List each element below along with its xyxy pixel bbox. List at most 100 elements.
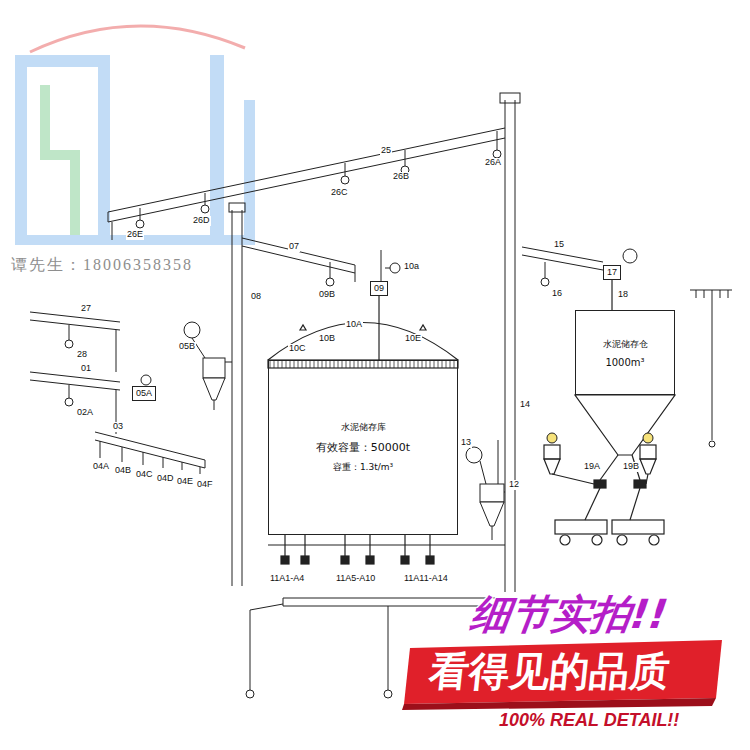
right-silo-outline (552, 474, 594, 484)
callout-number: 28 (76, 350, 88, 360)
motor-symbols (643, 433, 653, 443)
conveyor-lines (30, 372, 120, 382)
callout-number: 11A11-A14 (403, 574, 449, 584)
right-silo-outline (594, 480, 606, 488)
silo-body: 水泥储存库有效容量：50000t容重：1.3t/m³ (268, 360, 458, 535)
motor-symbols (345, 163, 346, 176)
conveyor-lines (505, 100, 506, 592)
silo-outline (281, 556, 289, 564)
right-silo-outline (640, 445, 656, 459)
silo-outline (268, 360, 458, 368)
cyclone-filters (492, 526, 493, 540)
badge-banners (404, 640, 722, 704)
right-silo-outline (630, 488, 640, 520)
conveyor-lines (112, 222, 113, 240)
motor-symbols (140, 208, 141, 220)
callout-number: 14 (519, 400, 531, 410)
motor-symbols (390, 263, 400, 273)
right-silo-outline (544, 459, 560, 474)
callout-number: 04C (135, 470, 154, 480)
right-silo-outline (649, 535, 659, 545)
motor-symbols (205, 193, 206, 205)
callout-number: 08 (250, 292, 262, 302)
callout-number: 26C (330, 188, 349, 198)
watermark-badge: 细节实拍!! (467, 592, 672, 636)
feed-box: 17 (603, 265, 621, 280)
callout-number: 05B (178, 342, 196, 352)
conveyor-lines (122, 447, 123, 462)
silo-outline (458, 544, 505, 545)
conveyor-lines (246, 690, 254, 698)
conveyor-lines (728, 290, 729, 298)
motor-symbols (547, 433, 557, 443)
watermark-logo (98, 55, 110, 245)
right-silo-outline (646, 474, 648, 484)
callout-number: 13 (460, 438, 472, 448)
motor-symbols (330, 262, 331, 278)
watermark-logo (15, 55, 110, 67)
callout-number: 25 (380, 146, 392, 156)
badge-banners (402, 640, 722, 710)
right-silo-outline (560, 535, 570, 545)
conveyor-lines (232, 210, 233, 586)
callout-number: 10a (403, 262, 420, 272)
callout-number: 27 (80, 304, 92, 314)
conveyor-lines (108, 212, 109, 222)
callout-number: 11A1-A4 (269, 574, 305, 584)
conveyor-lines (30, 93, 732, 698)
silo-outline (344, 535, 345, 558)
conveyor-lines (500, 93, 520, 103)
motor-symbols (497, 131, 498, 150)
silo-outline (366, 556, 374, 564)
conveyor-lines (283, 598, 284, 606)
conveyor-lines (229, 203, 245, 212)
feed-box: 09 (370, 281, 388, 296)
callout-number: 10E (404, 334, 422, 344)
node-text: 1000m³ (605, 357, 644, 368)
conveyor-lines (95, 432, 205, 460)
conveyor-lines (522, 255, 603, 270)
node-text: 水泥储存仓 (603, 338, 648, 351)
node-text: 09 (374, 283, 384, 294)
motor-symbols (65, 398, 73, 406)
conveyor-lines (100, 441, 101, 458)
cyclone-filters (203, 358, 505, 540)
motor-symbols (493, 150, 501, 158)
right-silo-outline (600, 455, 618, 480)
silo-outline (401, 556, 409, 564)
silo-outline (268, 544, 458, 545)
motor-symbols (136, 220, 144, 228)
watermark-logo (244, 100, 255, 245)
right-silo-outline (575, 395, 675, 455)
watermark-logo (15, 26, 255, 245)
watermark-logo (15, 55, 27, 245)
watermark-logo (210, 55, 224, 245)
callout-number: 10B (318, 334, 336, 344)
conveyor-lines (182, 462, 183, 470)
motor-symbols (201, 205, 209, 213)
silo-outline (268, 323, 505, 565)
conveyor-lines (709, 441, 715, 447)
node-text: 水泥储存库 (341, 421, 386, 434)
conveyor-lines (205, 460, 206, 468)
right-silo-outline (585, 488, 600, 520)
motor-symbols (69, 385, 70, 398)
conveyor-lines (108, 128, 505, 212)
conveyor-lines (250, 610, 251, 690)
silo-outline (304, 535, 305, 558)
motor-symbols (623, 249, 637, 263)
watermark-contact: 谭先生：18006358358 (10, 256, 194, 274)
silo-outline (300, 325, 306, 330)
callout-number: 10C (288, 344, 307, 354)
motor-symbols (498, 440, 499, 484)
callout-number: 04A (92, 462, 110, 472)
cyclone-filters (225, 362, 232, 363)
conveyor-lines (30, 380, 120, 390)
conveyor-lines (250, 604, 283, 610)
silo-outline (404, 535, 405, 558)
callout-number: 15 (553, 240, 565, 250)
badge-banners (402, 698, 716, 710)
motor-symbols (541, 278, 549, 286)
callout-number: 12 (508, 480, 520, 490)
